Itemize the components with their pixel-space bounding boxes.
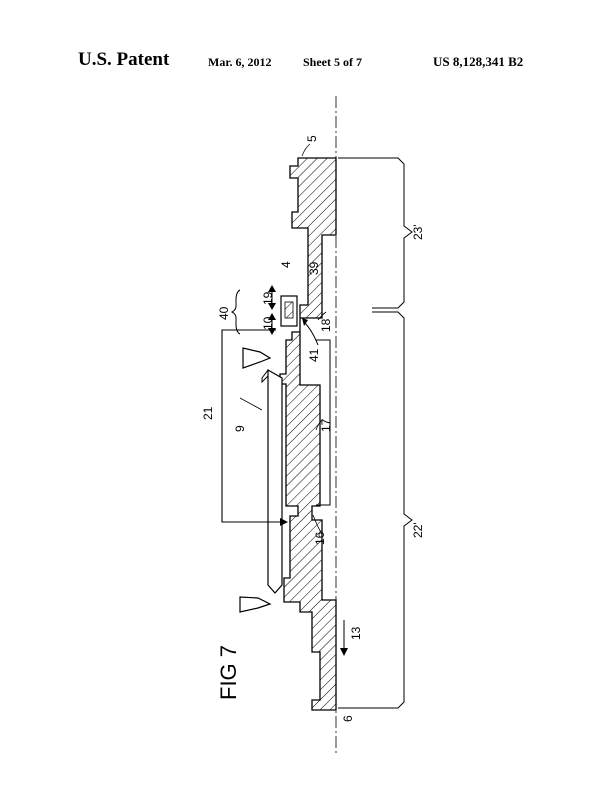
ref-4: 4	[279, 261, 293, 268]
patent-date: Mar. 6, 2012	[208, 55, 272, 69]
ref-23: 23'	[411, 224, 425, 240]
rotor-section	[279, 157, 337, 711]
figure-label: FIG 7	[216, 645, 241, 700]
ref-6: 6	[341, 715, 355, 722]
ref-22: 22'	[411, 522, 425, 538]
ref-17: 17	[319, 418, 333, 432]
line-21	[221, 329, 280, 523]
ref-10: 10	[261, 316, 275, 330]
ref-21: 21	[201, 406, 215, 420]
ref-5: 5	[305, 135, 319, 142]
patent-number: US 8,128,341 B2	[433, 54, 524, 69]
ref-9: 9	[233, 425, 247, 432]
ref-39: 39	[307, 261, 321, 275]
seal-insert-39	[284, 301, 294, 319]
cavity-17	[316, 339, 331, 506]
bracket-22	[338, 311, 413, 709]
ref-19: 19	[261, 291, 275, 305]
ref-41: 41	[307, 348, 321, 362]
stator-lower	[239, 596, 272, 613]
patent-title: U.S. Patent	[78, 49, 170, 70]
ref-13: 13	[349, 626, 363, 640]
ref-16: 16	[313, 531, 327, 545]
sheet-number: Sheet 5 of 7	[303, 55, 362, 69]
ref-40: 40	[217, 306, 231, 320]
ref-18: 18	[319, 318, 333, 332]
brace-40	[230, 289, 241, 335]
vane-10	[242, 347, 272, 369]
vane-9	[267, 368, 283, 594]
bracket-23	[338, 157, 413, 309]
